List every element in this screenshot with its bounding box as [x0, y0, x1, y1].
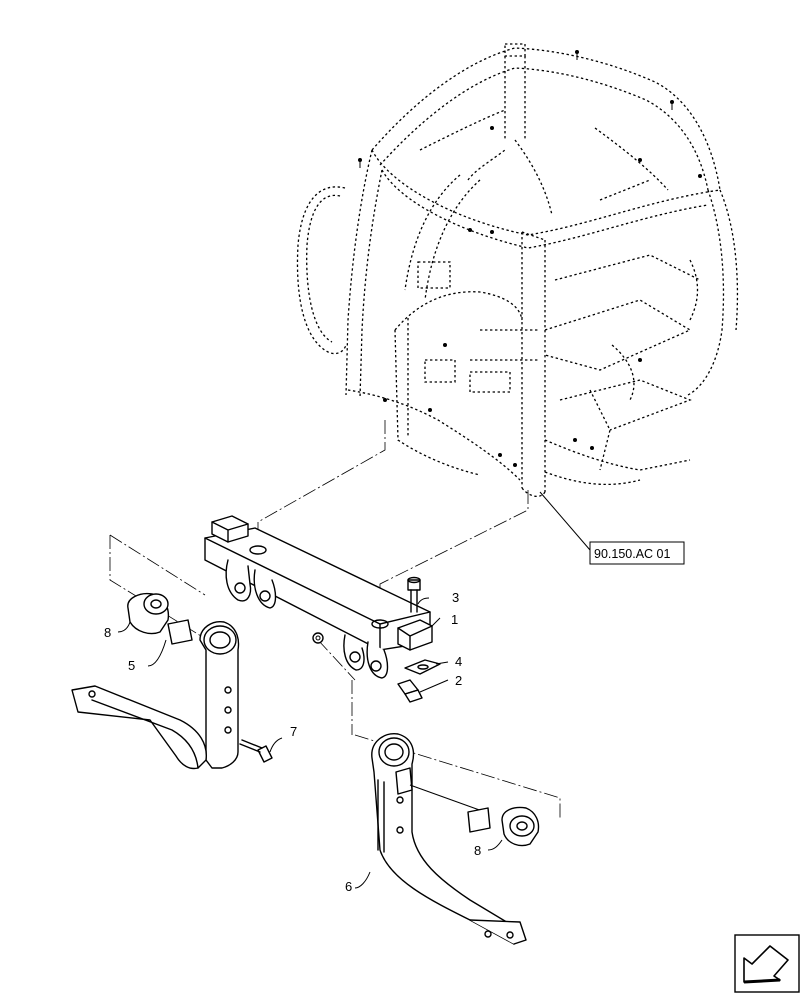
support-arm-6	[371, 733, 527, 945]
bolt-3	[407, 576, 421, 613]
callout-1: 1	[451, 612, 458, 627]
callout-7: 7	[290, 724, 297, 739]
reference-box: 90.150.AC 01	[589, 541, 685, 565]
bushing-8-left	[127, 592, 170, 635]
callout-4: 4	[455, 654, 462, 669]
callout-5: 5	[128, 658, 135, 673]
spacer-plate-4	[404, 659, 441, 675]
callout-2: 2	[455, 673, 462, 688]
cab-frame	[296, 43, 739, 498]
leader-lines	[117, 491, 591, 889]
callout-8-right: 8	[474, 843, 481, 858]
reference-label: 90.150.AC 01	[594, 547, 670, 561]
washer	[312, 632, 324, 644]
support-arm-5	[71, 619, 240, 770]
bushing-8-right	[501, 806, 540, 847]
callout-6: 6	[345, 879, 352, 894]
mount-bar	[204, 515, 433, 679]
callout-3: 3	[452, 590, 459, 605]
arrow-icon[interactable]	[734, 934, 800, 993]
bolt-2	[397, 679, 423, 703]
bolt-7	[239, 739, 273, 763]
callout-8-left: 8	[104, 625, 111, 640]
